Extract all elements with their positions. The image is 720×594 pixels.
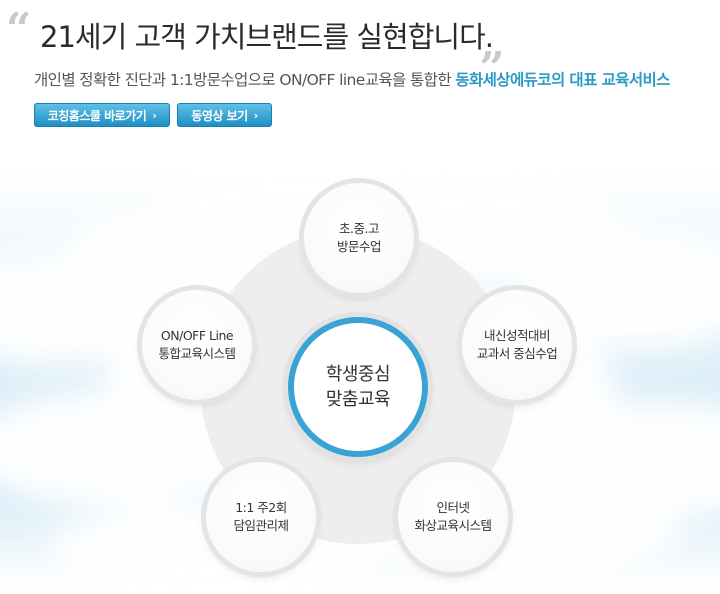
node-video-education-line1: 인터넷 — [436, 499, 470, 515]
subtitle-text: 개인별 정확한 진단과 1:1방문수업으로 ON/OFF line교육을 통합한 — [34, 71, 456, 89]
chevron-right-icon: › — [253, 108, 259, 122]
node-textbook-class-line2: 교과서 중심수업 — [476, 346, 558, 361]
coaching-homeschool-button[interactable]: 코칭홈스쿨 바로가기 › — [34, 103, 170, 127]
node-integrated-system-line1: ON/OFF Line — [160, 327, 234, 343]
node-homeroom-care-line1: 1:1 주2회 — [235, 499, 287, 515]
chevron-right-icon: › — [152, 108, 157, 122]
node-textbook-class-line1: 내신성적대비 — [483, 327, 551, 343]
subtitle: 개인별 정확한 진단과 1:1방문수업으로 ON/OFF line교육을 통합한… — [34, 68, 714, 90]
center-node-line2: 맞춤교육 — [325, 389, 391, 410]
video-button[interactable]: 동영상 보기 › — [177, 103, 272, 127]
open-quote-icon: “ — [6, 4, 32, 55]
node-integrated-system-line2: 통합교육시스템 — [158, 346, 236, 361]
node-textbook-class: 내신성적대비 교과서 중심수업 — [462, 290, 572, 400]
node-video-education: 인터넷 화상교육시스템 — [398, 462, 508, 572]
node-video-education-line2: 화상교육시스템 — [414, 518, 492, 533]
node-homeroom-care-line2: 담임관리제 — [233, 518, 289, 533]
node-integrated-system: ON/OFF Line 통합교육시스템 — [142, 290, 252, 400]
node-visit-class: 초.중.고 방문수업 — [304, 183, 414, 293]
video-label: 동영상 보기 — [191, 108, 248, 123]
headline-area: “ 21세기 고객 가치브랜드를 실현합니다. „ — [6, 6, 720, 66]
coaching-homeschool-label: 코칭홈스쿨 바로가기 — [47, 108, 147, 123]
node-visit-class-line2: 방문수업 — [336, 239, 382, 254]
page-title: 21세기 고객 가치브랜드를 실현합니다. — [40, 20, 494, 54]
center-node-line1: 학생중심 — [325, 363, 391, 385]
center-node-student-centered: 학생중심 맞춤교육 — [288, 317, 428, 457]
node-homeroom-care: 1:1 주2회 담임관리제 — [206, 462, 316, 572]
subtitle-highlight: 동화세상에듀코의 대표 교육서비스 — [455, 71, 670, 89]
node-visit-class-line1: 초.중.고 — [339, 220, 379, 236]
close-quote-icon: „ — [480, 18, 506, 69]
